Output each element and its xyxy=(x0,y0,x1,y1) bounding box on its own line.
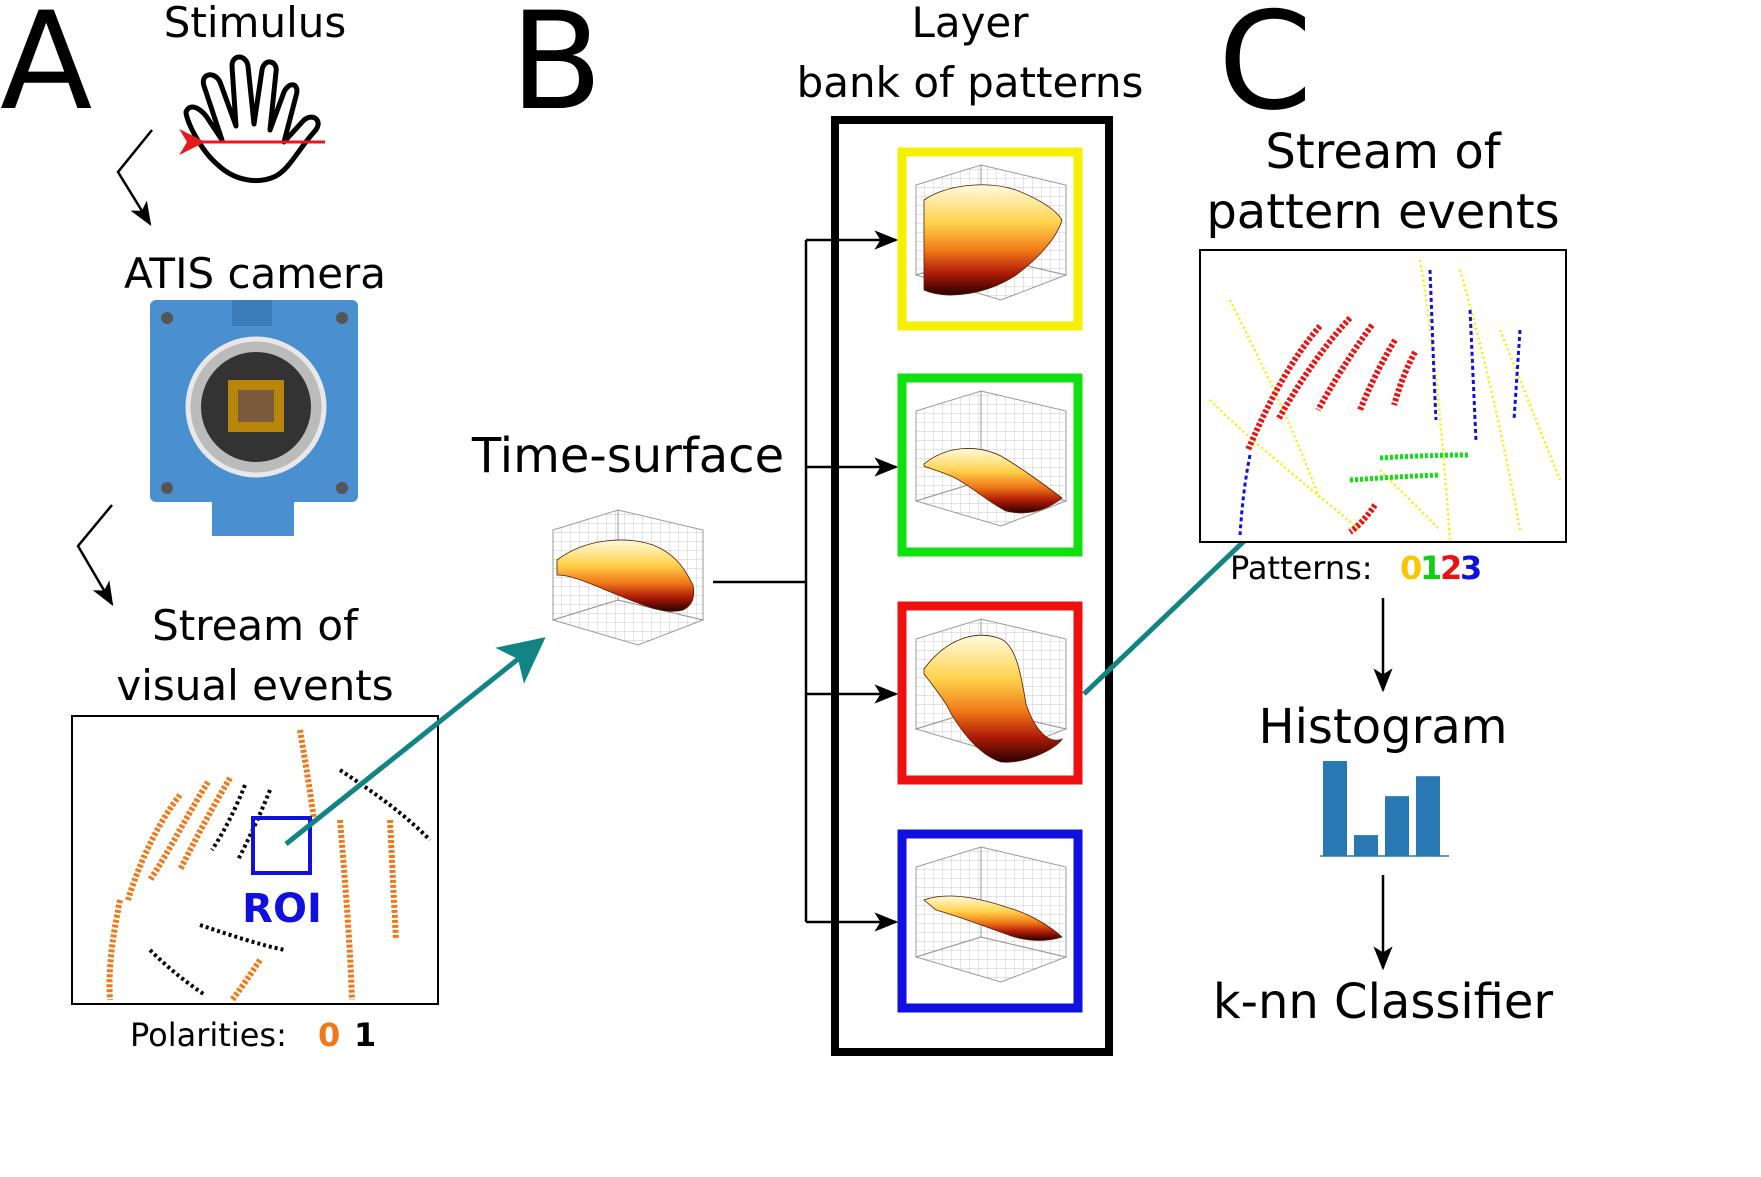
pattern-events-image xyxy=(1199,249,1567,543)
layer-title-line2: bank of patterns xyxy=(797,58,1144,107)
camera-label: ATIS camera xyxy=(124,249,386,298)
pattern-2-box xyxy=(897,601,1083,785)
panel-b: B Layer bank of patterns Time-surface xyxy=(471,0,1144,1056)
hand-icon xyxy=(183,54,321,183)
patterns-label: Patterns: xyxy=(1230,549,1373,587)
camera-icon xyxy=(150,300,358,536)
time-surface-label: Time-surface xyxy=(471,428,784,484)
histogram-bar xyxy=(1354,835,1378,856)
pattern-id-0: 0 xyxy=(1400,549,1422,587)
roi-label: ROI xyxy=(242,886,322,932)
arrow-camera-to-stream xyxy=(76,504,114,607)
pattern-1-box xyxy=(897,373,1083,557)
layer-bank-frame xyxy=(831,116,1113,1056)
panel-letter-c: C xyxy=(1218,0,1312,140)
stimulus-label: Stimulus xyxy=(164,0,347,47)
arrow-stimulus-to-camera xyxy=(116,129,153,227)
stream-c-line1: Stream of xyxy=(1265,124,1501,180)
pattern-id-2: 2 xyxy=(1440,549,1462,587)
panel-letter-a: A xyxy=(0,0,92,140)
histogram-label: Histogram xyxy=(1259,699,1508,755)
roi-box xyxy=(251,816,312,875)
stream-c-line2: pattern events xyxy=(1206,184,1559,240)
arrow-roi-to-time-surface xyxy=(284,637,546,846)
stream-a-line1: Stream of xyxy=(152,601,359,650)
panel-c: C Stream of pattern events xyxy=(1199,0,1567,1030)
pattern-id-1: 1 xyxy=(1420,549,1442,587)
histogram-bar xyxy=(1385,796,1409,856)
histogram-bar xyxy=(1416,776,1440,856)
polarity-0: 0 xyxy=(318,1016,340,1054)
time-surface-plot xyxy=(552,509,704,646)
layer-title-line1: Layer xyxy=(911,0,1029,47)
panel-letter-b: B xyxy=(510,0,603,140)
polarity-1: 1 xyxy=(354,1016,376,1054)
histogram-bar xyxy=(1323,761,1347,856)
visual-events-image: ROI xyxy=(71,715,439,1005)
pattern-0-box xyxy=(897,147,1083,331)
panel-a: A Stimulus ATIS camera Stream of visual xyxy=(0,0,439,1054)
histogram-icon xyxy=(1323,761,1440,856)
polarities-label: Polarities: xyxy=(130,1016,287,1054)
classifier-label: k-nn Classifier xyxy=(1213,974,1554,1030)
stream-a-line2: visual events xyxy=(116,661,393,710)
pattern-id-3: 3 xyxy=(1460,549,1482,587)
connector-tree xyxy=(713,240,808,922)
pattern-3-box xyxy=(897,829,1083,1013)
